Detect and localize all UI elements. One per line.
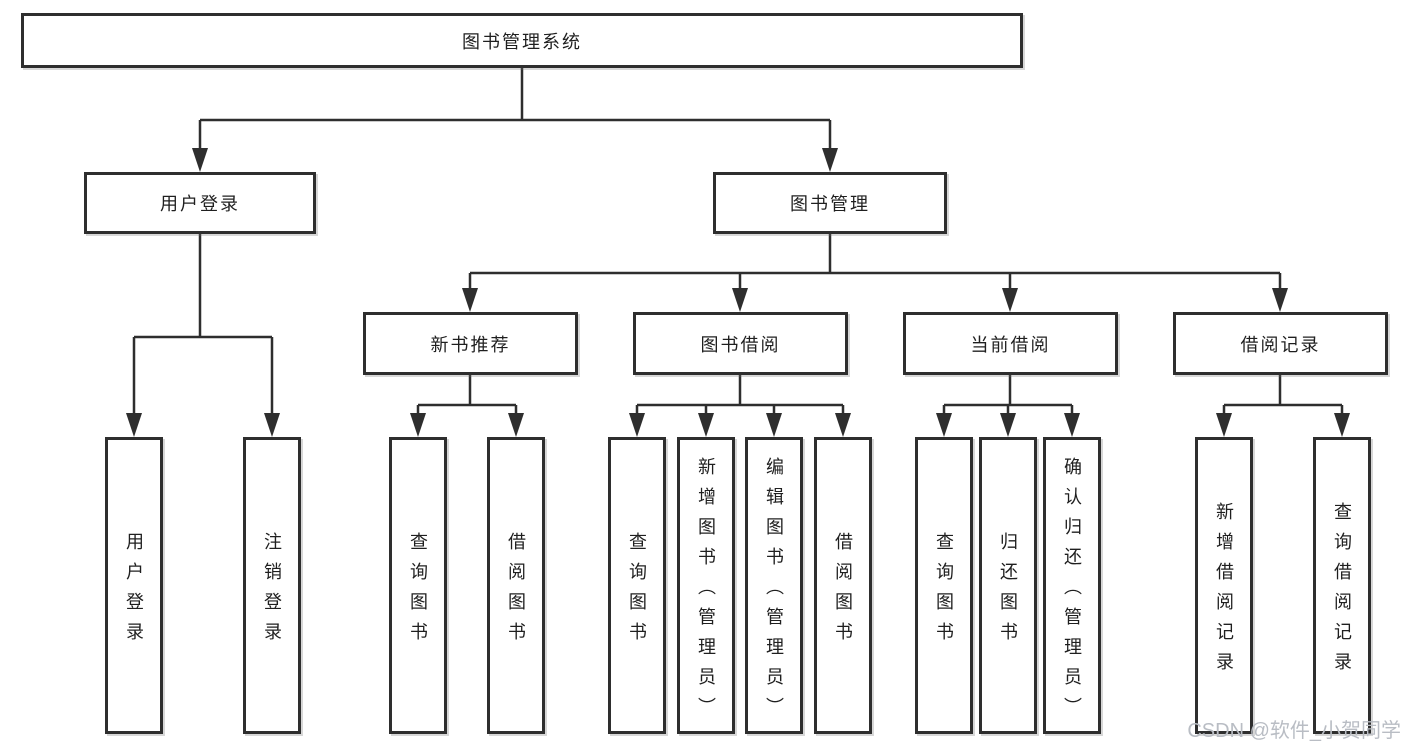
arrowhead-icon xyxy=(1216,413,1232,437)
arrowhead-icon xyxy=(822,148,838,172)
leaf-add-borrow-record-label: 新增借阅记录 xyxy=(1214,501,1234,682)
leaf-query-book-current-label: 查询图书 xyxy=(934,531,954,652)
leaf-query-book-recommend: 查询图书 xyxy=(389,437,447,734)
connector-user-login xyxy=(132,234,274,415)
leaf-query-borrow-record: 查询借阅记录 xyxy=(1313,437,1371,734)
leaf-return-book: 归还图书 xyxy=(979,437,1037,734)
node-borrow-records-label: 借阅记录 xyxy=(1240,334,1321,355)
node-book-management-label: 图书管理 xyxy=(790,194,870,214)
leaf-query-book-recommend-label: 查询图书 xyxy=(408,531,428,652)
connector-book-borrowing xyxy=(635,375,845,415)
watermark-text: CSDN @软件_小贺同学 xyxy=(1187,720,1401,742)
arrowhead-icon xyxy=(410,413,426,437)
arrowhead-icon xyxy=(766,413,782,437)
connector-new-book xyxy=(416,375,518,415)
connector-book-management xyxy=(468,234,1282,290)
node-new-book-recommendation-label: 新书推荐 xyxy=(430,334,511,355)
leaf-confirm-return-admin-label: 确认归还（管理员） xyxy=(1062,456,1082,727)
leaf-borrow-book-label: 借阅图书 xyxy=(833,531,853,652)
leaf-borrow-book: 借阅图书 xyxy=(814,437,872,734)
arrowhead-icon xyxy=(1334,413,1350,437)
connector-borrow-records xyxy=(1222,375,1344,415)
node-user-login: 用户登录 xyxy=(84,172,316,234)
arrowhead-icon xyxy=(1064,413,1080,437)
node-library-system: 图书管理系统 xyxy=(21,13,1023,68)
arrowhead-icon xyxy=(508,413,524,437)
node-book-borrowing: 图书借阅 xyxy=(633,312,848,375)
leaf-logout: 注销登录 xyxy=(243,437,301,734)
arrowhead-icon xyxy=(264,413,280,437)
node-new-book-recommendation: 新书推荐 xyxy=(363,312,578,375)
arrowhead-icon xyxy=(462,288,478,312)
arrowhead-icon xyxy=(126,413,142,437)
arrowhead-icon xyxy=(936,413,952,437)
leaf-edit-book-admin-label: 编辑图书（管理员） xyxy=(764,456,784,727)
leaf-add-book-admin: 新增图书（管理员） xyxy=(677,437,735,734)
arrowhead-icon xyxy=(629,413,645,437)
node-book-management: 图书管理 xyxy=(713,172,947,234)
arrowhead-icon xyxy=(192,148,208,172)
leaf-confirm-return-admin: 确认归还（管理员） xyxy=(1043,437,1101,734)
arrowhead-icon xyxy=(732,288,748,312)
leaf-user-login-label: 用户登录 xyxy=(124,531,144,652)
connector-current-borrowing xyxy=(942,375,1074,415)
leaf-logout-label: 注销登录 xyxy=(262,531,282,652)
arrowhead-icon xyxy=(1272,288,1288,312)
node-current-borrowing-label: 当前借阅 xyxy=(970,334,1051,355)
leaf-add-borrow-record: 新增借阅记录 xyxy=(1195,437,1253,734)
leaf-edit-book-admin: 编辑图书（管理员） xyxy=(745,437,803,734)
node-user-login-label: 用户登录 xyxy=(160,194,240,214)
leaf-return-book-label: 归还图书 xyxy=(998,531,1018,652)
node-book-borrowing-label: 图书借阅 xyxy=(700,334,781,355)
node-borrow-records: 借阅记录 xyxy=(1173,312,1388,375)
leaf-query-book-current: 查询图书 xyxy=(915,437,973,734)
leaf-borrow-book-recommend: 借阅图书 xyxy=(487,437,545,734)
arrowhead-icon xyxy=(1000,413,1016,437)
leaf-borrow-book-recommend-label: 借阅图书 xyxy=(506,531,526,652)
leaf-user-login: 用户登录 xyxy=(105,437,163,734)
connector-root xyxy=(198,68,832,150)
arrowhead-icon xyxy=(698,413,714,437)
leaf-query-book-borrow-label: 查询图书 xyxy=(627,531,647,652)
arrowhead-icon xyxy=(835,413,851,437)
node-current-borrowing: 当前借阅 xyxy=(903,312,1118,375)
leaf-query-borrow-record-label: 查询借阅记录 xyxy=(1332,501,1352,682)
node-library-system-label: 图书管理系统 xyxy=(462,31,582,52)
leaf-query-book-borrow: 查询图书 xyxy=(608,437,666,734)
leaf-add-book-admin-label: 新增图书（管理员） xyxy=(696,456,716,727)
arrowhead-icon xyxy=(1002,288,1018,312)
